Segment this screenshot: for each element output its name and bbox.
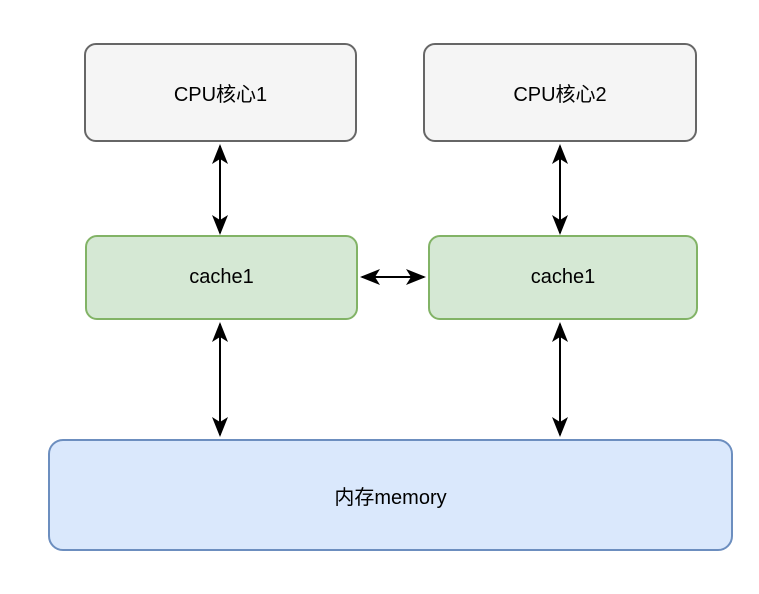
node-cache-right-label: cache1 xyxy=(530,266,596,288)
node-cpu-core-1-label: CPU核心1 xyxy=(173,84,268,106)
node-cpu-core-2-label: CPU核心2 xyxy=(513,84,607,106)
node-memory-label: 内存memory xyxy=(334,486,447,509)
node-cache-left-label: cache1 xyxy=(189,266,254,288)
node-cache-right: cache1 xyxy=(428,235,698,320)
node-cpu-core-1: CPU核心1 xyxy=(84,43,357,142)
node-cpu-core-2: CPU核心2 xyxy=(423,43,697,142)
node-cache-left: cache1 xyxy=(85,235,358,320)
node-memory: 内存memory xyxy=(48,439,733,551)
